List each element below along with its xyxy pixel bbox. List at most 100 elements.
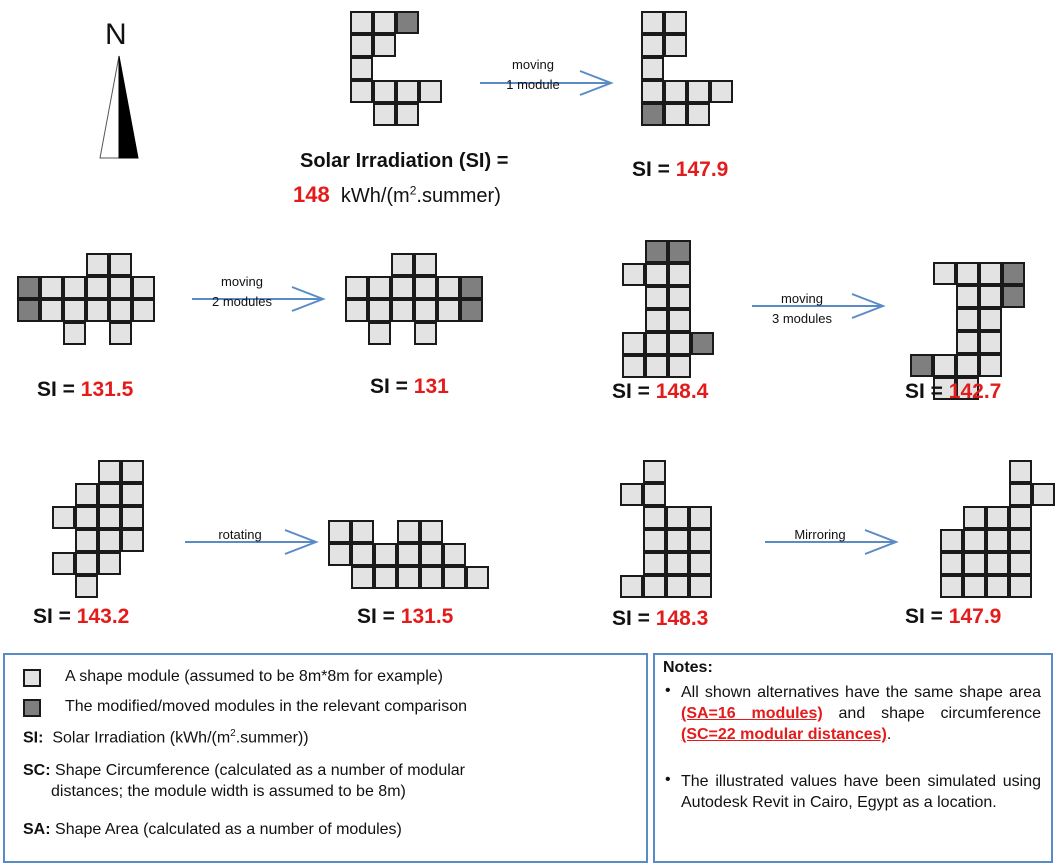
module-cell	[668, 332, 691, 355]
transform-label-moving-3: moving 3 modules	[772, 291, 832, 326]
module-cell	[933, 377, 956, 400]
module-cell	[397, 566, 420, 589]
bullet-icon: •	[665, 682, 671, 699]
module-cell	[86, 299, 109, 322]
module-cell	[1032, 483, 1055, 506]
module-cell	[643, 575, 666, 598]
module-cell	[109, 276, 132, 299]
legend-sc: SC: Shape Circumference (calculated as a…	[23, 762, 465, 779]
note-2: The illustrated values have been simulat…	[681, 773, 1041, 811]
module-cell	[414, 276, 437, 299]
note-1: All shown alternatives have the same sha…	[681, 684, 1041, 743]
module-cell	[666, 506, 689, 529]
legend-sc-line2: distances; the module width is assumed t…	[51, 783, 406, 800]
modified-module-cell	[17, 299, 40, 322]
module-cell	[121, 460, 144, 483]
module-cell	[98, 506, 121, 529]
module-cell	[414, 253, 437, 276]
module-cell	[668, 309, 691, 332]
module-cell	[75, 483, 98, 506]
module-cell	[620, 575, 643, 598]
module-cell	[641, 57, 664, 80]
module-swatch-icon	[23, 669, 41, 687]
module-cell	[420, 520, 443, 543]
module-cell	[666, 529, 689, 552]
module-cell	[963, 506, 986, 529]
module-cell	[643, 483, 666, 506]
module-cell	[687, 103, 710, 126]
module-cell	[620, 483, 643, 506]
module-cell	[687, 80, 710, 103]
module-cell	[40, 299, 63, 322]
module-cell	[622, 332, 645, 355]
module-cell	[664, 11, 687, 34]
module-cell	[979, 354, 1002, 377]
module-cell	[63, 276, 86, 299]
si-main-value: 148	[293, 182, 330, 207]
module-cell	[986, 575, 1009, 598]
module-cell	[63, 322, 86, 345]
module-cell	[641, 34, 664, 57]
modified-module-cell	[460, 299, 483, 322]
module-cell	[963, 529, 986, 552]
module-cell	[645, 332, 668, 355]
legend-sa: SA: Shape Area (calculated as a number o…	[23, 821, 402, 838]
module-cell	[986, 552, 1009, 575]
module-cell	[645, 355, 668, 378]
module-cell	[622, 263, 645, 286]
module-cell	[419, 80, 442, 103]
arrow-icon	[480, 70, 614, 96]
module-cell	[109, 299, 132, 322]
legend-box: A shape module (assumed to be 8m*8m for …	[3, 653, 648, 863]
module-cell	[98, 460, 121, 483]
si-main-unit: kWh/(m2.summer)	[340, 183, 501, 207]
module-cell	[374, 543, 397, 566]
module-cell	[121, 483, 144, 506]
module-cell	[420, 543, 443, 566]
module-cell	[437, 276, 460, 299]
module-cell	[396, 80, 419, 103]
module-cell	[956, 331, 979, 354]
module-cell	[689, 552, 712, 575]
module-cell	[956, 377, 979, 400]
transform-label-mirroring: Mirroring	[794, 527, 846, 542]
modified-module-cell	[1002, 285, 1025, 308]
module-cell	[668, 263, 691, 286]
module-cell	[75, 506, 98, 529]
module-cell	[666, 552, 689, 575]
module-cell	[98, 483, 121, 506]
module-cell	[350, 34, 373, 57]
module-cell	[466, 566, 489, 589]
module-cell	[645, 263, 668, 286]
module-cell	[710, 80, 733, 103]
si-main-value-line: 148 kWh/(m2.summer)	[293, 182, 501, 208]
module-cell	[645, 309, 668, 332]
module-cell	[373, 80, 396, 103]
modified-module-cell	[460, 276, 483, 299]
module-cell	[75, 575, 98, 598]
si-mid-left-moved: SI = 131	[370, 375, 449, 398]
si-bottom-right-mirrored: SI = 147.9	[905, 605, 1002, 628]
module-cell	[940, 529, 963, 552]
module-cell	[351, 520, 374, 543]
module-cell	[956, 262, 979, 285]
module-cell	[645, 286, 668, 309]
module-cell	[52, 506, 75, 529]
module-cell	[391, 299, 414, 322]
module-cell	[956, 308, 979, 331]
module-cell	[368, 322, 391, 345]
module-cell	[956, 354, 979, 377]
north-label: N	[105, 18, 127, 51]
module-cell	[391, 276, 414, 299]
module-cell	[109, 253, 132, 276]
modified-module-cell	[1002, 262, 1025, 285]
module-cell	[414, 299, 437, 322]
module-cell	[1009, 529, 1032, 552]
transform-label-rotating: rotating	[218, 527, 262, 542]
module-cell	[963, 575, 986, 598]
arrow-icon	[752, 293, 886, 319]
north-arrow-icon	[99, 55, 139, 159]
module-cell	[351, 566, 374, 589]
module-cell	[40, 276, 63, 299]
module-cell	[668, 286, 691, 309]
